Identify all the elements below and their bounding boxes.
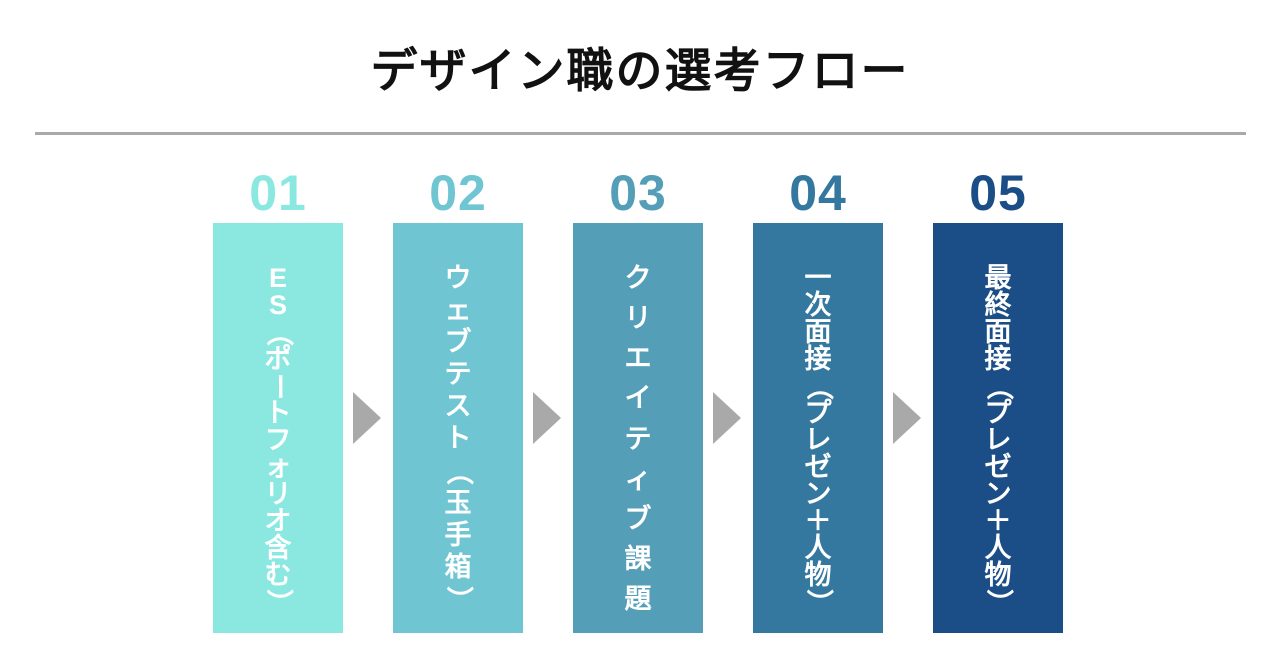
arrow-gap bbox=[343, 163, 393, 633]
step-label: 最終面接（プレゼン＋人物） bbox=[983, 263, 1014, 617]
arrow-gap bbox=[703, 163, 753, 633]
arrow-gap bbox=[523, 163, 573, 633]
step-label: クリエイティブ課題 bbox=[624, 263, 652, 614]
page-title: デザイン職の選考フロー bbox=[370, 44, 910, 97]
step-number: 04 bbox=[789, 165, 847, 221]
flow-step-2: 02 ウェブテスト（玉手箱） bbox=[393, 163, 523, 633]
step-column: 一次面接（プレゼン＋人物） bbox=[753, 223, 883, 633]
step-number: 03 bbox=[609, 165, 667, 221]
step-number: 01 bbox=[249, 165, 307, 221]
arrow-gap bbox=[883, 163, 933, 633]
step-number: 02 bbox=[429, 165, 487, 221]
step-column: ウェブテスト（玉手箱） bbox=[393, 223, 523, 633]
step-label: 一次面接（プレゼン＋人物） bbox=[803, 263, 834, 617]
flow-step-4: 04 一次面接（プレゼン＋人物） bbox=[753, 163, 883, 633]
arrow-right-icon bbox=[893, 392, 921, 444]
step-label: ウェブテスト（玉手箱） bbox=[443, 263, 474, 613]
flow-step-3: 03 クリエイティブ課題 bbox=[573, 163, 703, 633]
flow-step-5: 05 最終面接（プレゼン＋人物） bbox=[933, 163, 1063, 633]
step-column: クリエイティブ課題 bbox=[573, 223, 703, 633]
step-number: 05 bbox=[969, 165, 1027, 221]
step-column: 最終面接（プレゼン＋人物） bbox=[933, 223, 1063, 633]
divider-line bbox=[35, 132, 1246, 135]
arrow-right-icon bbox=[353, 392, 381, 444]
arrow-right-icon bbox=[533, 392, 561, 444]
arrow-right-icon bbox=[713, 392, 741, 444]
